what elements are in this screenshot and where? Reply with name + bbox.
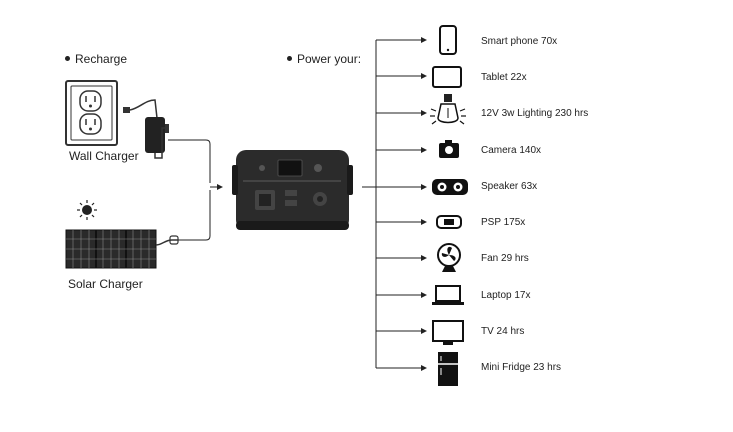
- tablet-icon: [432, 66, 462, 88]
- bullet-icon: [65, 56, 70, 62]
- output-connector: [362, 37, 427, 371]
- device-label-lighting: 12V 3w Lighting 230 hrs: [481, 108, 589, 119]
- laptop-icon: [432, 285, 464, 305]
- bulb-icon: [430, 94, 466, 125]
- device-label-camera: Camera 140x: [481, 145, 542, 156]
- device-label-tv: TV 24 hrs: [481, 326, 525, 337]
- device-label-tablet: Tablet 22x: [481, 72, 527, 83]
- wall-charger-label: Wall Charger: [69, 149, 139, 163]
- recharge-heading-text: Recharge: [75, 52, 128, 66]
- power-station-icon: [232, 150, 353, 230]
- wall-outlet-icon: [65, 80, 118, 146]
- sun-icon: [77, 200, 97, 220]
- fridge-icon: [438, 352, 458, 386]
- device-label-smartphone: Smart phone 70x: [481, 36, 558, 47]
- recharge-connector: [168, 139, 223, 241]
- solar-charger-label: Solar Charger: [68, 277, 143, 291]
- power-heading: Power your:: [287, 52, 361, 66]
- device-label-fan: Fan 29 hrs: [481, 253, 529, 264]
- recharge-heading: Recharge: [65, 52, 127, 66]
- wall-charger-icon: [123, 99, 169, 159]
- solar-panel-icon: [65, 229, 179, 269]
- tv-icon: [432, 320, 464, 345]
- fan-icon: [437, 243, 461, 272]
- device-label-laptop: Laptop 17x: [481, 290, 531, 301]
- device-label-mini-fridge: Mini Fridge 23 hrs: [481, 362, 562, 373]
- device-label-psp: PSP 175x: [481, 217, 526, 228]
- power-heading-text: Power your:: [297, 52, 362, 66]
- psp-icon: [436, 215, 462, 229]
- bullet-icon: [287, 56, 292, 62]
- device-label-speaker: Speaker 63x: [481, 181, 538, 192]
- camera-icon: [439, 140, 459, 158]
- smartphone-icon: [439, 25, 457, 55]
- speaker-icon: [432, 179, 468, 195]
